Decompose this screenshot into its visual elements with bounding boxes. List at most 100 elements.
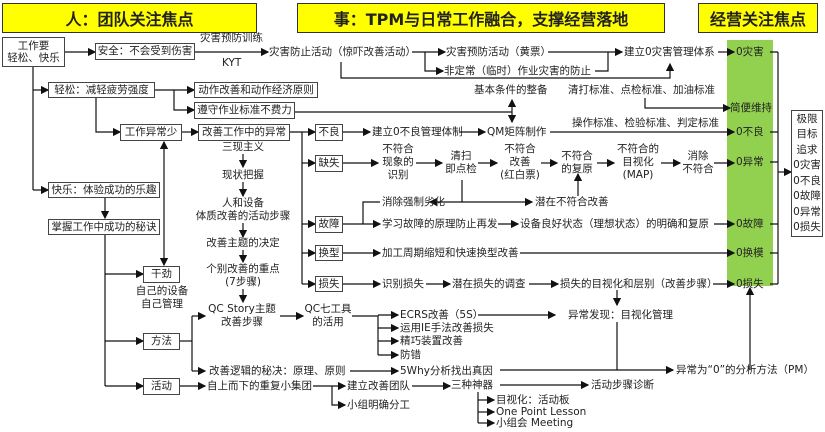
- yellow-ticket: 灾害预防活动（黄票）: [446, 46, 551, 58]
- lack-c-3: (红白票): [500, 169, 540, 181]
- logic: 改善逻辑的秘决：原理、原则: [209, 365, 346, 377]
- step-4: 改善主题的决定: [206, 237, 280, 249]
- lack-b: 清扫即点检: [442, 150, 480, 176]
- operation-standards: 操作标准、检验标准、判定标准: [572, 117, 719, 129]
- lack-a: 不符合现象的识别: [378, 143, 418, 182]
- qc-story: QC Story主题改善步骤: [202, 303, 282, 329]
- lack-c: 不符合改善(红白票): [497, 143, 543, 182]
- prevent-activity: 灾害防止活动（惊吓改善活动）: [269, 46, 416, 58]
- loss-c: 损失的目视化和层别（改善步骤）: [560, 278, 718, 290]
- step-3b: 体质改善的活动步骤: [195, 210, 291, 222]
- lack-f: 消除不符合: [680, 150, 716, 176]
- tool-3: 小组会 Meeting: [496, 417, 574, 429]
- step-3a: 人和设备: [222, 197, 264, 209]
- ultimate-goal-box: 极限目标追求 0灾害 0不良 0故障 0异常 0损失: [791, 110, 823, 237]
- step-5b: (7步骤): [225, 276, 261, 288]
- lack-a-1: 不符合: [382, 143, 414, 155]
- tool-2: One Point Lesson: [496, 406, 587, 418]
- loss-b: 潜在损失的调查: [452, 278, 526, 290]
- visual-management: 异常发现：目视化管理: [568, 309, 673, 321]
- header-people: 人：团队关注焦点: [2, 3, 257, 33]
- lack-e-3: (MAP): [622, 169, 654, 181]
- lack-e: 不符合的目视化(MAP): [614, 143, 662, 182]
- standard-box: 遵守作业标准不费力: [194, 102, 295, 119]
- latent-nonconformity: 潜在不符合改善: [535, 196, 609, 208]
- roles: 小组明确分工: [347, 399, 410, 411]
- ecrs: ECRS改善（5S）: [400, 309, 484, 321]
- focus-zero-defect: 0不良: [736, 126, 764, 138]
- lack-f-1: 消除: [687, 150, 709, 162]
- lack-e-1: 不符合的: [617, 143, 659, 155]
- breakdown-b: 设备良好状态（理想状态）的明确和复原: [520, 218, 709, 230]
- qc-story-1: QC Story主题: [208, 303, 276, 315]
- lack-c-2: 改善: [509, 156, 531, 168]
- motion-box: 动作改善和动作经济原则: [194, 82, 318, 98]
- focus-zero-disaster: 0灾害: [736, 46, 764, 58]
- nonroutine: 非定常（临时）作业灾害的防止: [444, 65, 591, 77]
- improve-abnormal-box: 改善工作中的异常: [198, 124, 290, 141]
- top-down: 自上而下的重复小集团: [207, 380, 312, 392]
- basic-condition: 基本条件的整备: [474, 84, 548, 96]
- kyt-label: KYT: [222, 57, 242, 69]
- secret-box: 掌握工作中成功的秘诀: [48, 219, 160, 235]
- step-5: 个别改善的重点: [206, 263, 280, 275]
- own-management: 自己管理: [141, 298, 183, 310]
- ultimate-2: 目标: [796, 128, 818, 140]
- three-tools: 三种神器: [451, 379, 493, 391]
- few-abnormal-box: 工作异常少: [120, 124, 182, 141]
- qc7-1: QC七工具: [304, 303, 352, 315]
- changeover-box: 换型: [315, 245, 343, 261]
- diagnosis: 活动步骤诊断: [591, 379, 654, 391]
- lack-b-2: 即点检: [445, 163, 477, 175]
- focus-zero-changeover: 0换模: [736, 247, 764, 259]
- tool-1: 目视化：活动板: [496, 394, 570, 406]
- root-line-2: 轻松、快乐: [7, 52, 60, 64]
- qc-story-2: 改善步骤: [221, 316, 263, 328]
- focus-easy-maintenance: 简便维持: [730, 102, 772, 114]
- defect-system: 建立0不良管理体制: [372, 126, 463, 138]
- qc7: QC七工具的活用: [303, 303, 353, 329]
- lack-d-2: 的复原: [561, 163, 593, 175]
- method-box: 方法: [143, 333, 180, 350]
- lack-d-1: 不符合: [561, 150, 593, 162]
- ultimate-4: 0灾害: [793, 159, 821, 171]
- forced-deterioration: 消除强制劣化: [382, 196, 445, 208]
- focus-zero-loss: 0损失: [736, 278, 764, 290]
- focus-zero-breakdown: 0故障: [736, 218, 764, 230]
- activity-box: 活动: [143, 378, 180, 395]
- ultimate-5: 0不良: [793, 174, 821, 187]
- cleaning-standards: 清打标准、点检标准、加油标准: [568, 84, 715, 96]
- ie-method: 运用IE手法改善损失: [400, 322, 494, 334]
- loss-a: 识别损失: [382, 278, 424, 290]
- lack-a-2: 现象的: [382, 156, 414, 168]
- joy-box: 快乐：体验成功的乐趣: [48, 182, 160, 198]
- ultimate-7: 0异常: [793, 205, 821, 218]
- lack-box: 缺失: [315, 155, 343, 172]
- lack-b-1: 清扫: [450, 150, 472, 162]
- ultimate-3: 追求: [796, 143, 818, 156]
- loss-box: 损失: [315, 276, 343, 292]
- ultimate-8: 0损失: [793, 221, 821, 233]
- lack-c-1: 不符合: [504, 143, 536, 155]
- step-1: 三现主义: [222, 141, 264, 153]
- ultimate-1: 极限: [796, 112, 818, 125]
- changeover-a: 加工周期缩短和快速换型改善: [382, 247, 519, 259]
- easy-box: 轻松：减轻疲劳强度: [48, 82, 155, 98]
- qc7-2: 的活用: [312, 316, 344, 328]
- focus-zero-abnormal: 0异常: [736, 156, 764, 168]
- lack-f-2: 不符合: [682, 163, 714, 175]
- device: 精巧装置改善: [400, 335, 463, 347]
- qm-matrix: QM矩阵制作: [487, 126, 547, 138]
- header-things: 事：TPM与日常工作融合，支撑经营落地: [297, 3, 665, 33]
- zero-disaster-system: 建立0灾害管理体系: [624, 46, 715, 58]
- drive-box: 干劲: [143, 266, 180, 283]
- breakdown-box: 故障: [315, 216, 343, 233]
- ultimate-6: 0故障: [793, 190, 821, 202]
- five-why: 5Why分析找出真因: [400, 365, 493, 377]
- training-label: 灾害预防训练: [200, 32, 263, 44]
- breakdown-a: 学习故障的原理防止再发: [382, 218, 498, 230]
- poka-yoke: 防错: [400, 349, 421, 361]
- lack-e-2: 目视化: [622, 156, 654, 168]
- team: 建立改善团队: [347, 380, 410, 392]
